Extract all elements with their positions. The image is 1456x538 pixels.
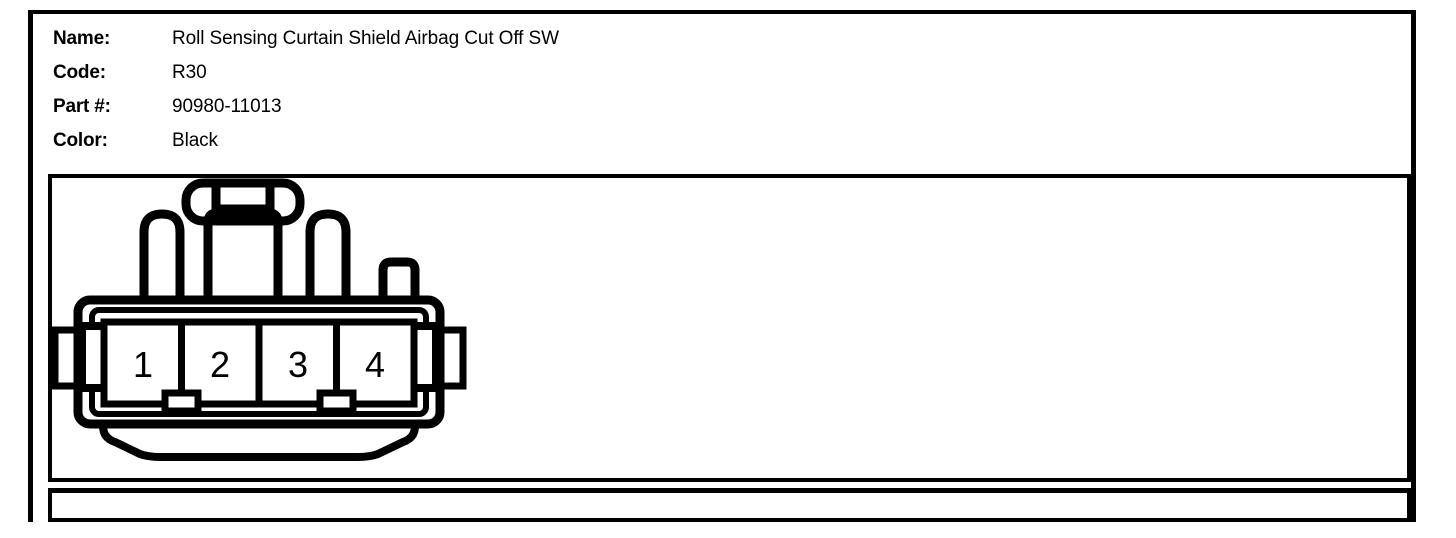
spec-label-code: Code:: [53, 62, 106, 83]
pin-number-4: 4: [365, 344, 385, 385]
page-frame-left-rule: [28, 10, 33, 522]
spec-row-code: Code: R30: [53, 62, 207, 88]
right-small-tab-icon: [378, 257, 420, 304]
right-side-lock-tab-outer-icon: [437, 326, 467, 390]
spec-value-code: R30: [172, 62, 207, 83]
page-frame-right-rule: [1411, 10, 1416, 522]
connector-drawing: 1 2 3 4: [51, 174, 472, 486]
keyway-notch-2-icon: [316, 389, 357, 415]
left-guide-post-icon: [139, 209, 185, 304]
center-post-icon: [203, 208, 283, 304]
spec-row-name: Name: Roll Sensing Curtain Shield Airbag …: [53, 28, 559, 54]
spec-row-color: Color: Black: [53, 130, 218, 156]
keyway-notch-1-icon: [161, 389, 202, 415]
spec-value-color: Black: [172, 130, 218, 151]
pin-number-2: 2: [210, 344, 230, 385]
spec-value-name: Roll Sensing Curtain Shield Airbag Cut O…: [172, 28, 559, 49]
connector-diagram-panel: 1 2 3 4: [48, 174, 1411, 482]
pin-number-1: 1: [133, 344, 153, 385]
left-side-lock-tab-outer-icon: [51, 326, 81, 390]
bottom-note-text: [52, 493, 1407, 518]
cavity-block: 1 2 3 4: [100, 318, 418, 408]
spec-label-name: Name:: [53, 28, 111, 49]
spec-label-color: Color:: [53, 130, 108, 151]
bottom-note-strip: [48, 488, 1411, 522]
right-guide-post-icon: [305, 209, 351, 304]
spec-row-part-number: Part #: 90980-11013: [53, 96, 282, 122]
spec-header: Name: Roll Sensing Curtain Shield Airbag …: [33, 10, 1411, 172]
spec-label-part-number: Part #:: [53, 96, 111, 117]
connector-face-svg: 1 2 3 4: [51, 178, 467, 461]
pin-number-3: 3: [288, 344, 308, 385]
spec-value-part-number: 90980-11013: [172, 96, 282, 117]
